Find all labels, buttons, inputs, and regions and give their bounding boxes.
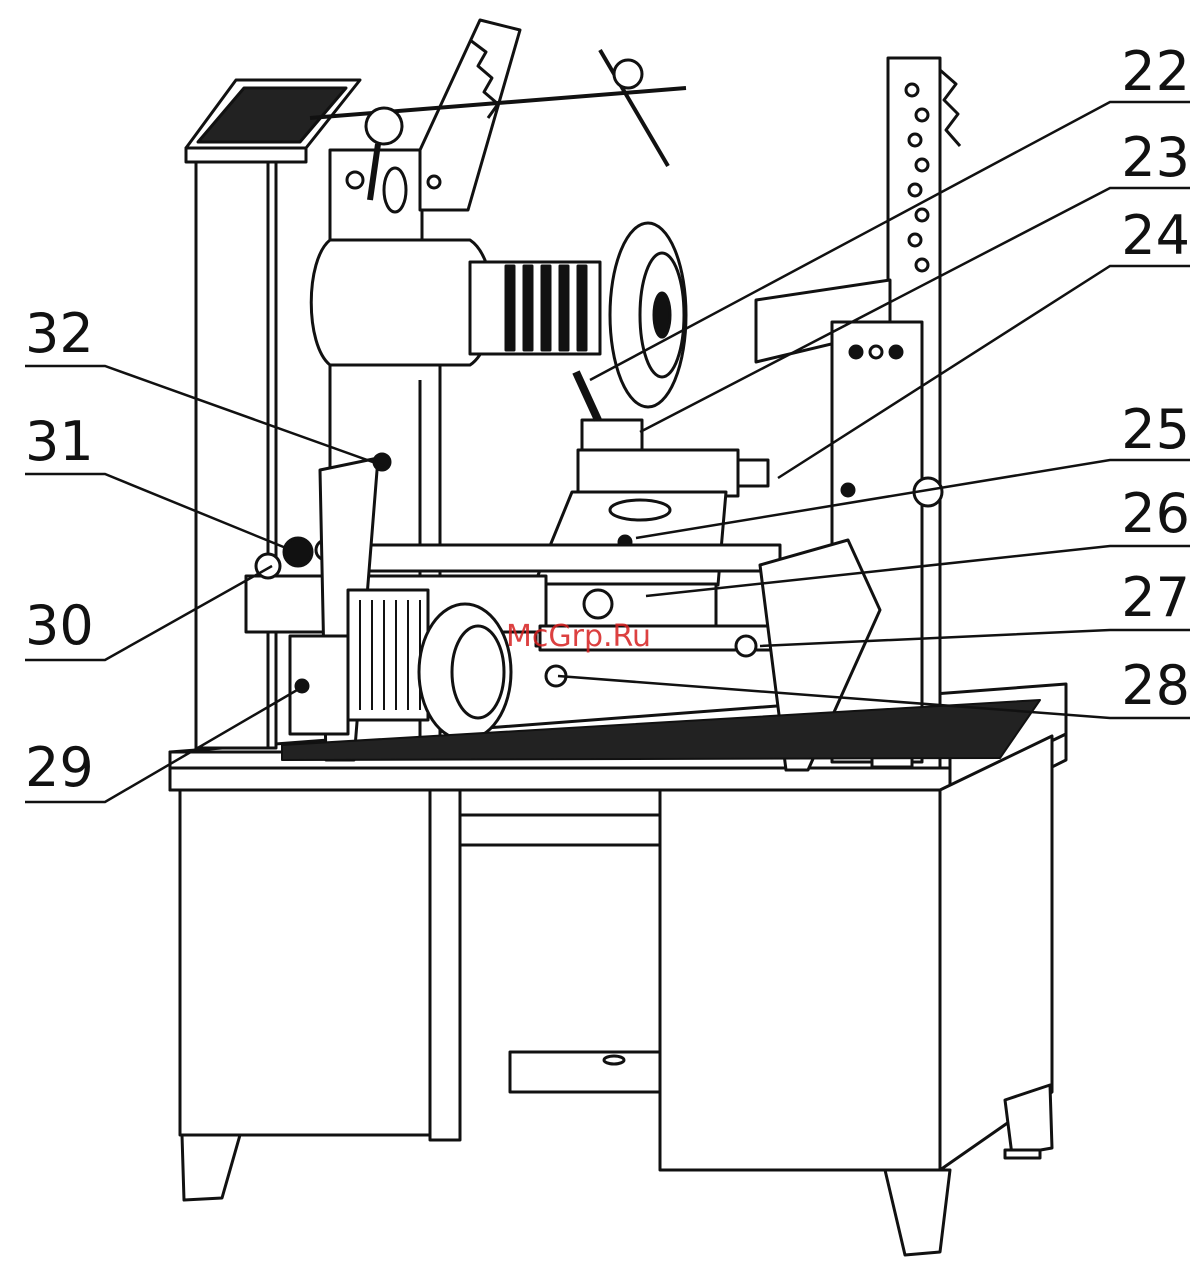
cross-slide-dial — [610, 500, 670, 520]
gauge-knob — [366, 108, 402, 144]
callout-24: 24 — [1121, 204, 1190, 267]
callout-27: 27 — [1121, 566, 1190, 629]
bracket-clamp — [384, 168, 406, 212]
footrest-bolt — [604, 1056, 624, 1064]
callout-25: 25 — [1121, 398, 1190, 461]
callout-29: 29 — [25, 736, 94, 799]
bracket-dot-2 — [870, 346, 882, 358]
leg-front-left — [182, 1135, 240, 1200]
cabinet-left-door — [180, 790, 430, 1135]
tool-slide-end — [738, 460, 768, 486]
dial-indicator — [614, 60, 642, 88]
clamp-hole — [428, 176, 440, 188]
upper-guide-bar — [350, 545, 780, 571]
callout-28: 28 — [1121, 654, 1190, 717]
control-box-rim — [186, 148, 306, 162]
pivot-bolt — [842, 484, 854, 496]
watermark: McGrp.Ru — [506, 619, 651, 654]
tool-holder-handle — [576, 372, 598, 420]
right-column-serration — [940, 70, 960, 146]
callout-32: 32 — [25, 302, 94, 365]
gearbox-knob-2 — [284, 538, 312, 566]
cabinet — [170, 684, 1066, 1255]
tool-carriage — [534, 372, 768, 646]
tool-slide — [578, 450, 738, 496]
callout-30: 30 — [25, 594, 94, 657]
bracket-bolt — [347, 172, 363, 188]
leg-foot-plate — [1005, 1150, 1040, 1158]
callout-22: 22 — [1121, 40, 1190, 103]
carriage-handwheel — [584, 590, 612, 618]
cabinet-left-post — [430, 790, 460, 1140]
bracket-dot-1 — [850, 346, 862, 358]
cabinet-drawer-rail — [460, 815, 660, 845]
callout-23: 23 — [1121, 126, 1190, 189]
leg-front-right — [885, 1170, 950, 1255]
callout-26: 26 — [1121, 482, 1190, 545]
cabinet-right-door — [660, 790, 940, 1170]
callout-31: 31 — [25, 410, 94, 473]
cabinet-footrest — [510, 1052, 660, 1092]
pulley-inner — [452, 626, 504, 718]
spindle-housing — [311, 240, 492, 365]
flange-hub — [654, 293, 670, 337]
column-post — [196, 160, 276, 748]
carriage-lock — [736, 636, 756, 656]
bracket-dot-3 — [890, 346, 902, 358]
